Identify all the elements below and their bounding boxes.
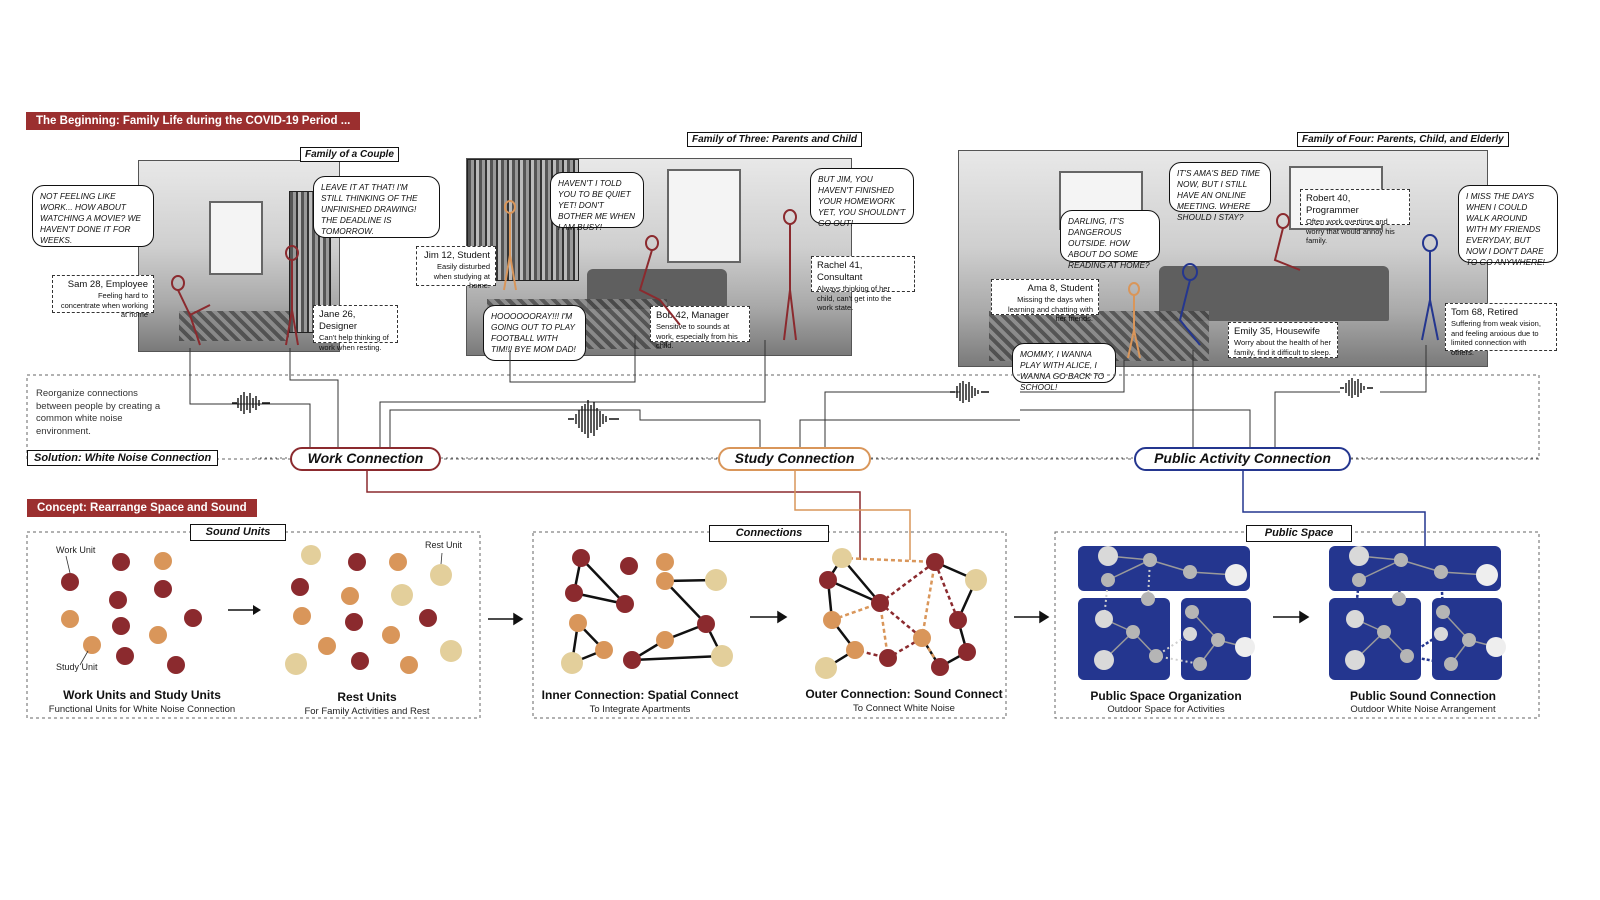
tom-figure-icon [1422, 234, 1438, 252]
outer-connection-caption: Outer Connection: Sound Connect [805, 687, 1003, 701]
jim-speech-bubble: HOOOOOORAY!!! I'M GOING OUT TO PLAY FOOT… [483, 305, 586, 361]
study-connection-pill: Study Connection [718, 447, 871, 471]
rest-units-caption: Rest Units [337, 690, 397, 704]
person-desc: Can't help thinking of work when resting… [319, 333, 389, 352]
person-name: Jim 12, Student [423, 250, 490, 261]
public-space-tag: Public Space [1246, 525, 1352, 542]
person-name: Bob 42, Manager [656, 310, 729, 321]
inner-connection-subcaption: To Integrate Apartments [589, 704, 691, 715]
person-name: Tom 68, Retired [1451, 307, 1519, 318]
public-sound-graphic [1329, 546, 1506, 680]
family-four-label: Family of Four: Parents, Child, and Elde… [1297, 132, 1509, 147]
work-connection-pill: Work Connection [290, 447, 441, 471]
robert-figure-icon [1276, 213, 1290, 229]
work-study-units-caption: Work Units and Study Units [63, 688, 221, 702]
person-name: Robert 40, Programmer [1306, 193, 1359, 216]
public-space-org-caption: Public Space Organization [1090, 689, 1242, 703]
ama-speech-bubble: MOMMY, I WANNA PLAY WITH ALICE, I WANNA … [1012, 343, 1116, 392]
person-name: Jane 26, Designer [319, 309, 358, 332]
concept-banner: Concept: Rearrange Space and Sound [27, 499, 257, 517]
family-couple-label: Family of a Couple [300, 147, 399, 162]
emily-figure-icon [1182, 263, 1198, 281]
connections-tag: Connections [709, 525, 829, 542]
person-desc: Feeling hard to concentrate when working… [60, 291, 148, 319]
ama-figure-icon [1128, 282, 1140, 296]
person-name: Sam 28, Employee [67, 279, 148, 290]
person-desc: Easily disturbed when studying at home. [433, 262, 490, 290]
public-space-org-subcaption: Outdoor Space for Activities [1107, 704, 1225, 715]
sound-units-tag: Sound Units [190, 524, 286, 541]
tom-speech-bubble: I MISS THE DAYS WHEN I COULD WALK AROUND… [1458, 185, 1558, 267]
rachel-speech-bubble: BUT JIM, YOU HAVEN'T FINISHED YOUR HOMEW… [810, 168, 914, 228]
person-desc: Missing the days when learning and chatt… [1007, 295, 1093, 323]
person-name: Emily 35, Housewife [1234, 326, 1321, 337]
rachel-figure-icon [783, 209, 797, 225]
bob-figure-icon [645, 235, 659, 251]
jane-figure-icon [285, 245, 299, 261]
rest-units-subcaption: For Family Activities and Rest [304, 706, 430, 717]
bob-speech-bubble: HAVEN'T I TOLD YOU TO BE QUIET YET! DON'… [550, 172, 644, 232]
public-sound-connection-subcaption: Outdoor White Noise Arrangement [1350, 704, 1496, 715]
work-unit-label: Work Unit [56, 545, 96, 555]
sam-speech-bubble: NOT FEELING LIKE WORK... HOW ABOUT WATCH… [32, 185, 154, 247]
beginning-banner: The Beginning: Family Life during the CO… [26, 112, 361, 130]
person-name: Ama 8, Student [1027, 283, 1093, 294]
family-three-label: Family of Three: Parents and Child [687, 132, 863, 147]
study-unit-label: Study Unit [56, 662, 98, 672]
person-name: Rachel 41, Consultant [817, 260, 863, 283]
solution-description: Reorganize connections between people by… [36, 388, 161, 437]
inner-connection-graphic [570, 557, 724, 665]
inner-connection-caption: Inner Connection: Spatial Connect [541, 688, 739, 702]
jane-speech-bubble: LEAVE IT AT THAT! I'M STILL THINKING OF … [313, 176, 440, 238]
sam-figure-icon [171, 275, 185, 291]
public-space-graphic [1078, 546, 1255, 680]
person-desc: Suffering from weak vision, and feeling … [1451, 319, 1541, 357]
person-desc: Often work overtime and worry that would… [1306, 217, 1395, 245]
work-study-units-subcaption: Functional Units for White Noise Connect… [48, 704, 236, 715]
person-desc: Sensitive to sounds at work, especially … [656, 322, 738, 350]
robert-speech-bubble: DARLING, IT'S DANGEROUS OUTSIDE. HOW ABO… [1060, 210, 1160, 270]
emily-speech-bubble: IT'S AMA'S BED TIME NOW, BUT I STILL HAV… [1169, 162, 1271, 222]
sound-units-graphic [61, 545, 462, 675]
outer-connection-subcaption: To Connect White Noise [853, 703, 955, 714]
solution-label: Solution: White Noise Connection [27, 450, 219, 466]
person-desc: Always thinking of her child, can't get … [817, 284, 892, 312]
jim-figure-icon [504, 200, 516, 214]
couple-scene-illustration [138, 160, 340, 352]
sound-wave-icon [232, 378, 1373, 438]
person-desc: Worry about the health of her family, fi… [1234, 338, 1332, 357]
public-sound-connection-caption: Public Sound Connection [1350, 689, 1496, 703]
rest-unit-label: Rest Unit [425, 540, 463, 550]
public-activity-connection-pill: Public Activity Connection [1134, 447, 1351, 471]
